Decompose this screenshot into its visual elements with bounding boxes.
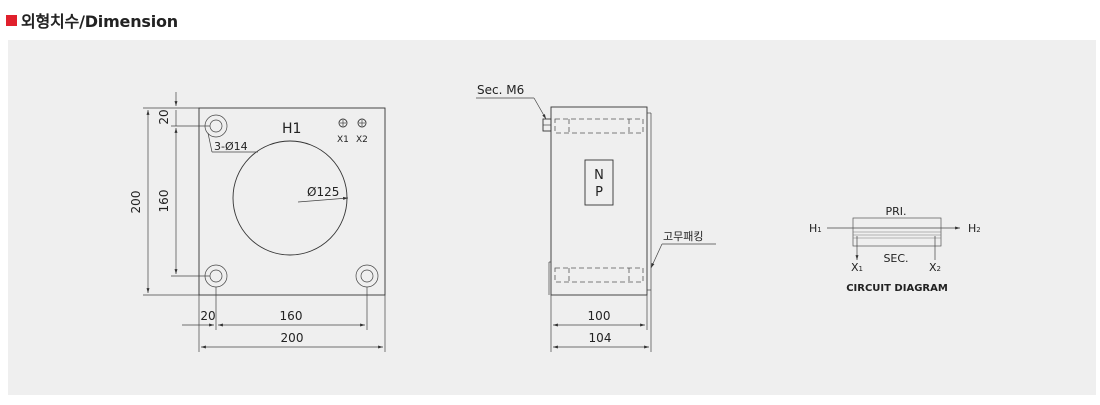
section-marker — [6, 14, 17, 26]
terminal-h2: H2 — [968, 222, 981, 235]
section-header: 외형치수/Dimension — [6, 9, 178, 31]
dim-left-offset: 20 — [200, 309, 215, 323]
terminal-x2: X2 — [929, 261, 941, 274]
hidden-hole-bottom — [554, 267, 644, 283]
mounting-hole-bottom-right — [355, 264, 379, 288]
bore-diameter-label: Ø125 — [307, 185, 339, 199]
screw-label: Sec. M6 — [477, 83, 524, 97]
dim-total-width: 200 — [281, 331, 304, 345]
secondary-label: SEC. — [883, 252, 908, 265]
circuit-diagram: PRI. SEC. H1 H2 X1 X2 CIRCUIT DIAGRAM — [809, 205, 981, 294]
side-body-outline — [550, 106, 648, 296]
label-x2: X2 — [356, 135, 368, 145]
dim-body-width: 100 — [588, 309, 611, 323]
dim-total-height: 200 — [129, 191, 143, 214]
nameplate-p: P — [595, 185, 603, 200]
terminal-x2-icon — [357, 118, 367, 128]
dim-top-offset: 20 — [157, 109, 171, 124]
side-view: Sec. M6 N P 고무패킹 100 104 — [476, 83, 716, 352]
dim-inner-height: 160 — [157, 190, 171, 213]
drawing-panel — [8, 40, 1096, 395]
front-view: H1 X1 X2 3-Ø14 Ø125 200 160 20 160 20 20… — [129, 92, 386, 352]
terminal-h1: H1 — [809, 222, 822, 235]
gasket-label: 고무패킹 — [663, 230, 703, 243]
nameplate — [584, 159, 614, 206]
primary-label: PRI. — [885, 205, 906, 218]
hole-callout: 3-Ø14 — [214, 140, 248, 153]
dim-inner-width: 160 — [280, 309, 303, 323]
label-x1: X1 — [337, 135, 349, 145]
section-title: 외형치수/Dimension — [21, 12, 178, 31]
terminal-x1-icon — [338, 118, 348, 128]
hidden-hole-top — [554, 118, 644, 134]
label-h1: H1 — [282, 121, 301, 137]
dim-side-total-width: 104 — [589, 331, 612, 345]
circuit-caption: CIRCUIT DIAGRAM — [846, 283, 948, 294]
front-body-outline — [198, 107, 386, 296]
nameplate-n: N — [594, 168, 604, 183]
terminal-x1: X1 — [851, 261, 863, 274]
